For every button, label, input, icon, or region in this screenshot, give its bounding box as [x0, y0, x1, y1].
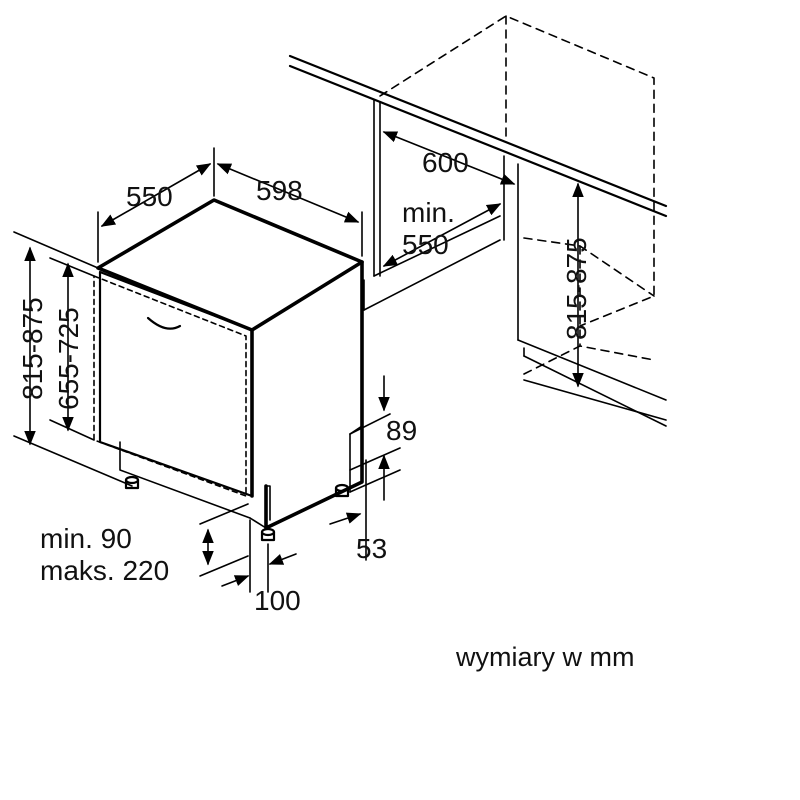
- plinth-max-label: maks. 220: [40, 555, 169, 586]
- niche-height-label: 815-875: [561, 237, 592, 340]
- depth-label: 550: [126, 181, 173, 212]
- niche-depth-label: 600: [422, 147, 469, 178]
- width-label: 598: [256, 175, 303, 206]
- cabinet-niche: [288, 15, 668, 427]
- total-height-label: 815-875: [17, 297, 48, 400]
- niche-min-label: min.: [402, 197, 455, 228]
- units-note: wymiary w mm: [455, 642, 634, 672]
- door-height-label: 655-725: [53, 307, 84, 410]
- niche-min-value: 550: [402, 229, 449, 260]
- plinth-bottom-label: 53: [356, 533, 387, 564]
- plinth-min-label: min. 90: [40, 523, 132, 554]
- foot-offset-label: 100: [254, 585, 301, 616]
- dishwasher: [93, 198, 364, 542]
- plinth-top-label: 89: [386, 415, 417, 446]
- dimension-lines: [13, 131, 584, 593]
